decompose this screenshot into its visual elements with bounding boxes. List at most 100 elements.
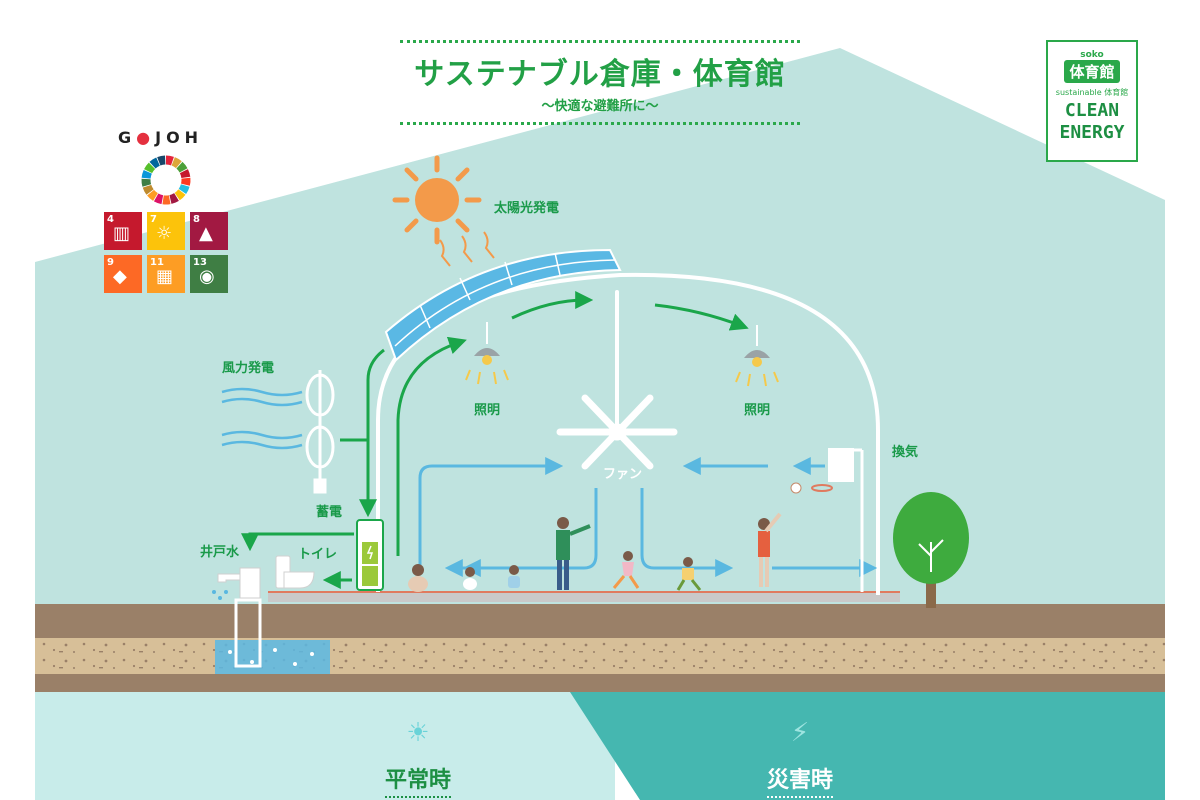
faucet-icon — [217, 567, 261, 599]
page-subtitle: 〜快適な避難所に〜 — [541, 99, 659, 114]
sdg-tile-number: 13 — [193, 257, 207, 268]
sun-rays-to-panel — [439, 231, 495, 267]
disaster-panel — [570, 692, 1165, 800]
arrow-storage-to-light — [396, 336, 467, 556]
well-pipe — [234, 598, 262, 668]
sdg-wheel-segment — [157, 155, 166, 166]
sdg-tile-number: 11 — [150, 257, 164, 268]
badge-sustainable: sustainable 体育館 — [1055, 88, 1129, 97]
sdg-wheel-segment — [153, 193, 164, 205]
player-shooting-icon — [758, 512, 782, 587]
wind-lines-icon — [221, 387, 303, 450]
sky-background — [35, 48, 1165, 610]
water-drops-icon — [212, 590, 228, 600]
sdg-wheel-segment — [142, 184, 154, 195]
child-running-icon-2 — [676, 557, 702, 591]
sun-icon: ☼ — [156, 223, 173, 244]
groundwater — [215, 640, 330, 674]
solar-label: 太陽光発電 — [493, 200, 559, 216]
basketball-hoop-icon — [790, 448, 864, 592]
solar-panels — [384, 248, 622, 362]
fan-label: ファン — [603, 467, 642, 482]
badge-gym: 体育館 — [1064, 60, 1120, 83]
sdg-wheel-segment — [144, 162, 156, 174]
badge-clean: CLEAN — [1064, 100, 1120, 121]
brand-dot: ● — [136, 128, 156, 147]
battery-icon — [356, 519, 384, 591]
sdg-wheel-segment — [149, 157, 160, 169]
title-block: サステナブル倉庫・体育館 〜快適な避難所に〜 — [380, 40, 820, 125]
sdg-tile-number: 8 — [193, 214, 200, 225]
sun-icon — [392, 155, 482, 245]
eye-icon: ◉ — [199, 266, 215, 287]
brand-letter: G — [118, 128, 137, 147]
light-right-label: 照明 — [744, 403, 770, 418]
sdg-wheel-segment — [179, 169, 191, 179]
sdg-wheel-segment — [141, 169, 152, 179]
lightning-icon: ⚡ — [790, 718, 810, 748]
arrow-storage-to-well — [241, 532, 354, 552]
badge-energy: ENERGY — [1059, 122, 1125, 143]
arrow-fan-down-left — [462, 488, 598, 577]
brand-logo: G●JOH — [118, 128, 203, 147]
wind-turbine-icon — [305, 370, 335, 494]
sdg-wheel-segment — [141, 178, 152, 187]
sdg-tile: 13◉ — [190, 255, 228, 293]
sdg-wheel-segment — [181, 177, 191, 186]
sdg-tile: 11▦ — [147, 255, 185, 293]
light-left-icon — [465, 322, 509, 385]
light-right-icon — [735, 325, 779, 387]
mode-normal[interactable]: ☀ 平常時 — [318, 718, 518, 798]
child-sitting-icon — [463, 567, 477, 590]
mode-normal-label: 平常時 — [384, 762, 451, 798]
sdg-tile: 7☼ — [147, 212, 185, 250]
arrow-panel-to-storage — [359, 348, 385, 518]
sun-mode-icon: ☀ — [406, 718, 430, 748]
badge-soko: soko — [1080, 50, 1104, 60]
sdg-tile: 8▲ — [190, 212, 228, 250]
brand-letters: JOH — [155, 128, 204, 147]
book-icon: ▥ — [113, 223, 131, 244]
ceiling-fan-icon — [556, 290, 678, 470]
floor — [268, 592, 900, 602]
toilet-label: トイレ — [298, 547, 337, 562]
storage-label: 蓄電 — [316, 504, 342, 520]
growth-icon: ▲ — [199, 223, 213, 244]
person-sitting-icon — [408, 564, 428, 592]
wind-label: 風力発電 — [222, 360, 274, 376]
sdg-wheel-icon — [141, 155, 191, 205]
toilet-icon — [275, 555, 315, 589]
sdg-tile: 4▥ — [104, 212, 142, 250]
sdg-wheel-segment — [169, 193, 179, 204]
sdg-tile-number: 7 — [150, 214, 157, 225]
adult-waving-icon — [556, 517, 591, 590]
mode-disaster[interactable]: ⚡ 災害時 — [700, 718, 900, 798]
sdg-wheel-segment — [176, 161, 188, 173]
sdg-wheel-segment — [165, 155, 174, 166]
tree-icon — [893, 492, 969, 608]
arrow-fan-down-right — [640, 488, 734, 577]
sdg-wheel-segment — [178, 184, 190, 194]
ground-bottom — [35, 674, 1165, 692]
city-icon: ▦ — [156, 266, 174, 287]
sdg-tile: 9◆ — [104, 255, 142, 293]
child-running-icon — [612, 551, 640, 589]
child-sitting-icon-2 — [508, 565, 520, 588]
arrow-roof-right — [654, 303, 749, 331]
sdg-tile-number: 9 — [107, 257, 114, 268]
arrow-roof-left — [511, 291, 594, 320]
sdg-tile-number: 4 — [107, 214, 114, 225]
cubes-icon: ◆ — [113, 266, 127, 287]
sdg-wheel-segment — [174, 189, 186, 201]
page-title: サステナブル倉庫・体育館 — [414, 57, 786, 92]
well-label: 井戸水 — [200, 544, 240, 560]
ground-top — [35, 604, 1165, 638]
sdg-wheel-segment — [147, 189, 158, 201]
sdg-wheel-segment — [171, 157, 182, 169]
ventilation-label: 換気 — [892, 444, 918, 460]
light-left-label: 照明 — [474, 403, 500, 418]
normal-panel — [35, 692, 615, 800]
mode-disaster-label: 災害時 — [766, 762, 833, 798]
clean-energy-badge: soko 体育館 sustainable 体育館 CLEAN ENERGY — [1046, 40, 1138, 162]
